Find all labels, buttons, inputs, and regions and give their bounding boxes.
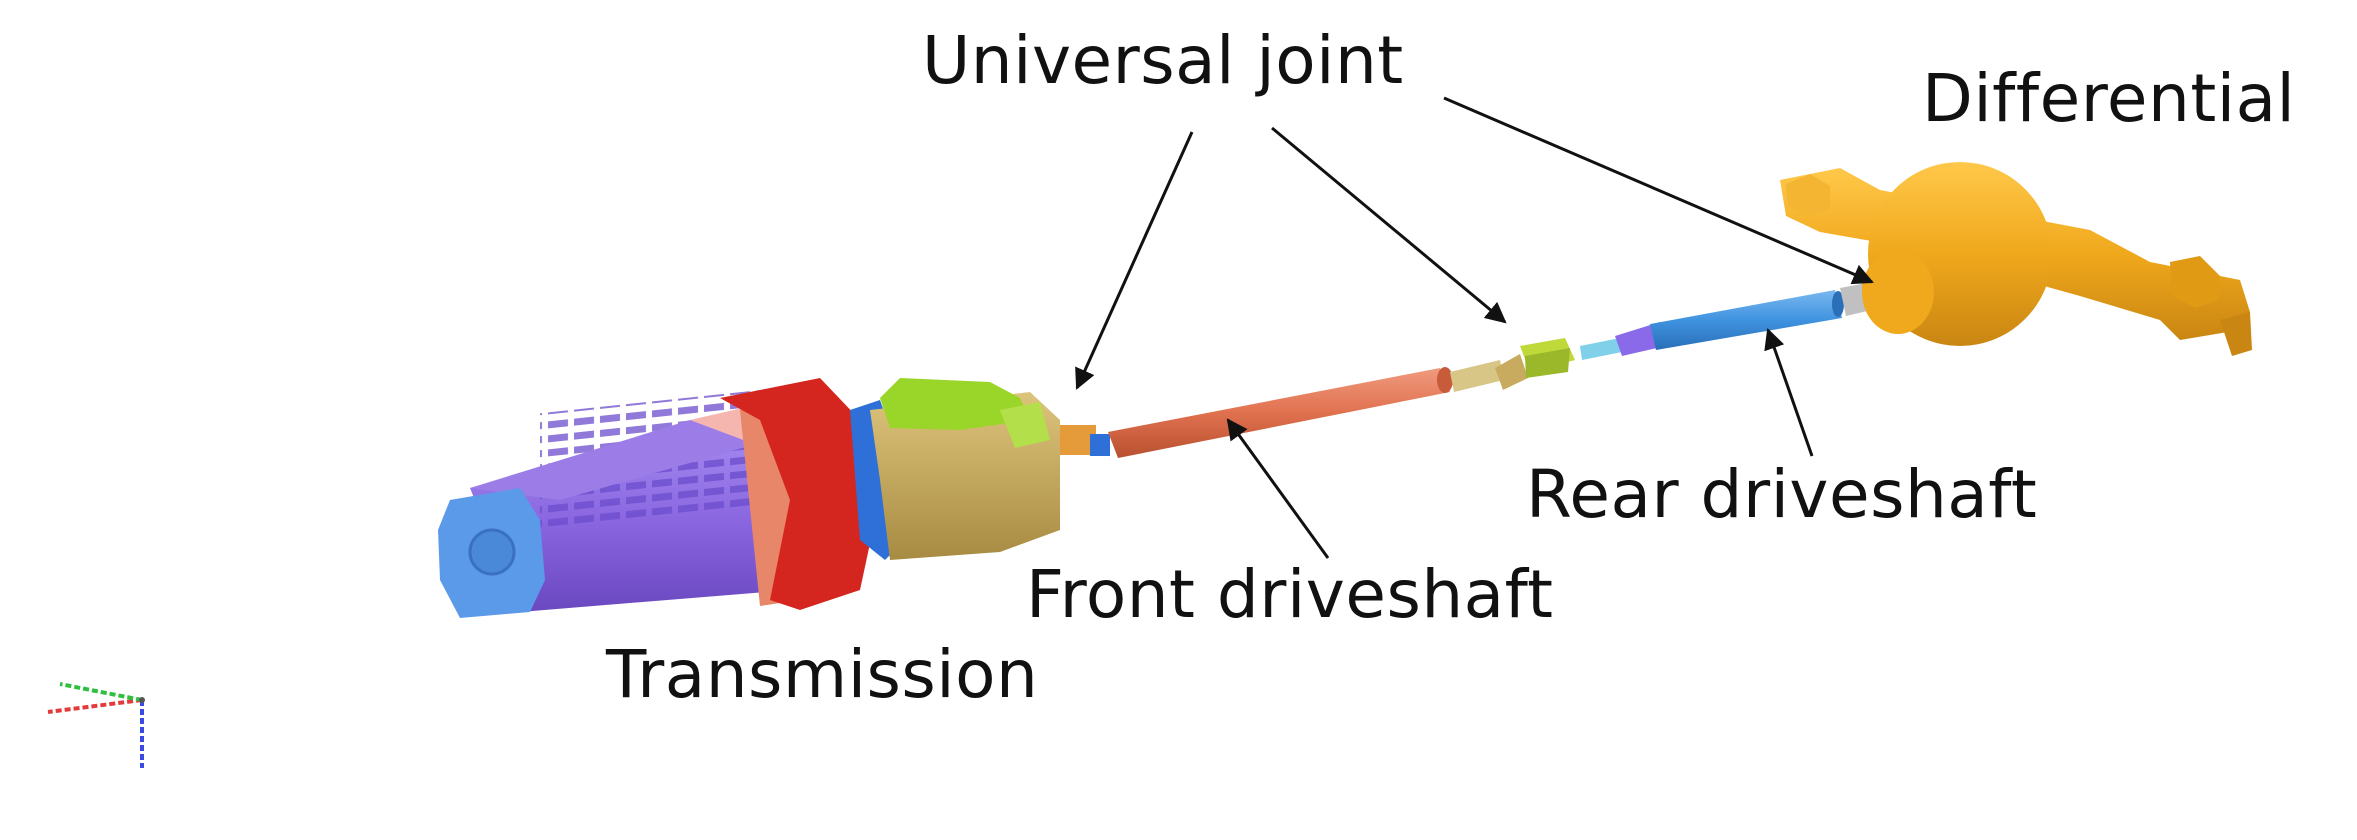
front-driveshaft-end <box>1437 367 1453 393</box>
axis-triad <box>47 682 145 768</box>
center-joint-shadow <box>1525 348 1570 378</box>
rear-slip-sleeve <box>1580 338 1622 360</box>
adapter-top-green <box>880 378 1030 430</box>
label-front-driveshaft: Front driveshaft <box>1026 556 1554 633</box>
rear-driveshaft-tube <box>1650 290 1842 350</box>
center-yoke <box>1495 354 1528 390</box>
center-universal-joint <box>1520 338 1575 378</box>
differential-left-mount <box>1786 174 1830 216</box>
axis-y-icon <box>59 682 143 702</box>
transmission-assembly <box>438 378 1110 618</box>
label-transmission: Transmission <box>606 636 1039 713</box>
arrow-uj-rear <box>1443 96 1874 285</box>
label-rear-driveshaft: Rear driveshaft <box>1526 456 2038 533</box>
arrow-rear-driveshaft <box>1764 328 1814 457</box>
front-driveshaft-tube <box>1108 368 1450 458</box>
callout-arrows <box>1075 96 1874 559</box>
differential-axle-end <box>2220 312 2252 356</box>
label-universal-joint: Universal joint <box>922 22 1404 99</box>
endcap-hub <box>468 528 516 576</box>
slip-yoke <box>1450 360 1504 392</box>
bellhousing <box>720 378 875 610</box>
differential-right-mount <box>2170 256 2220 308</box>
output-yoke-cap <box>1090 434 1110 456</box>
arrow-front-driveshaft <box>1226 418 1330 559</box>
rear-driveshaft <box>1580 276 1880 360</box>
adapter-top-detail <box>1000 402 1050 448</box>
differential <box>1780 162 2252 356</box>
front-driveshaft <box>1108 354 1528 458</box>
arrow-uj-front <box>1075 131 1194 390</box>
axis-x-icon <box>47 698 143 714</box>
rear-driveshaft-end <box>1832 291 1844 317</box>
differential-pinion-neck <box>1862 250 1934 334</box>
transmission-top-plate <box>470 420 770 500</box>
label-differential: Differential <box>1922 60 2296 137</box>
arrow-uj-center <box>1271 126 1507 324</box>
